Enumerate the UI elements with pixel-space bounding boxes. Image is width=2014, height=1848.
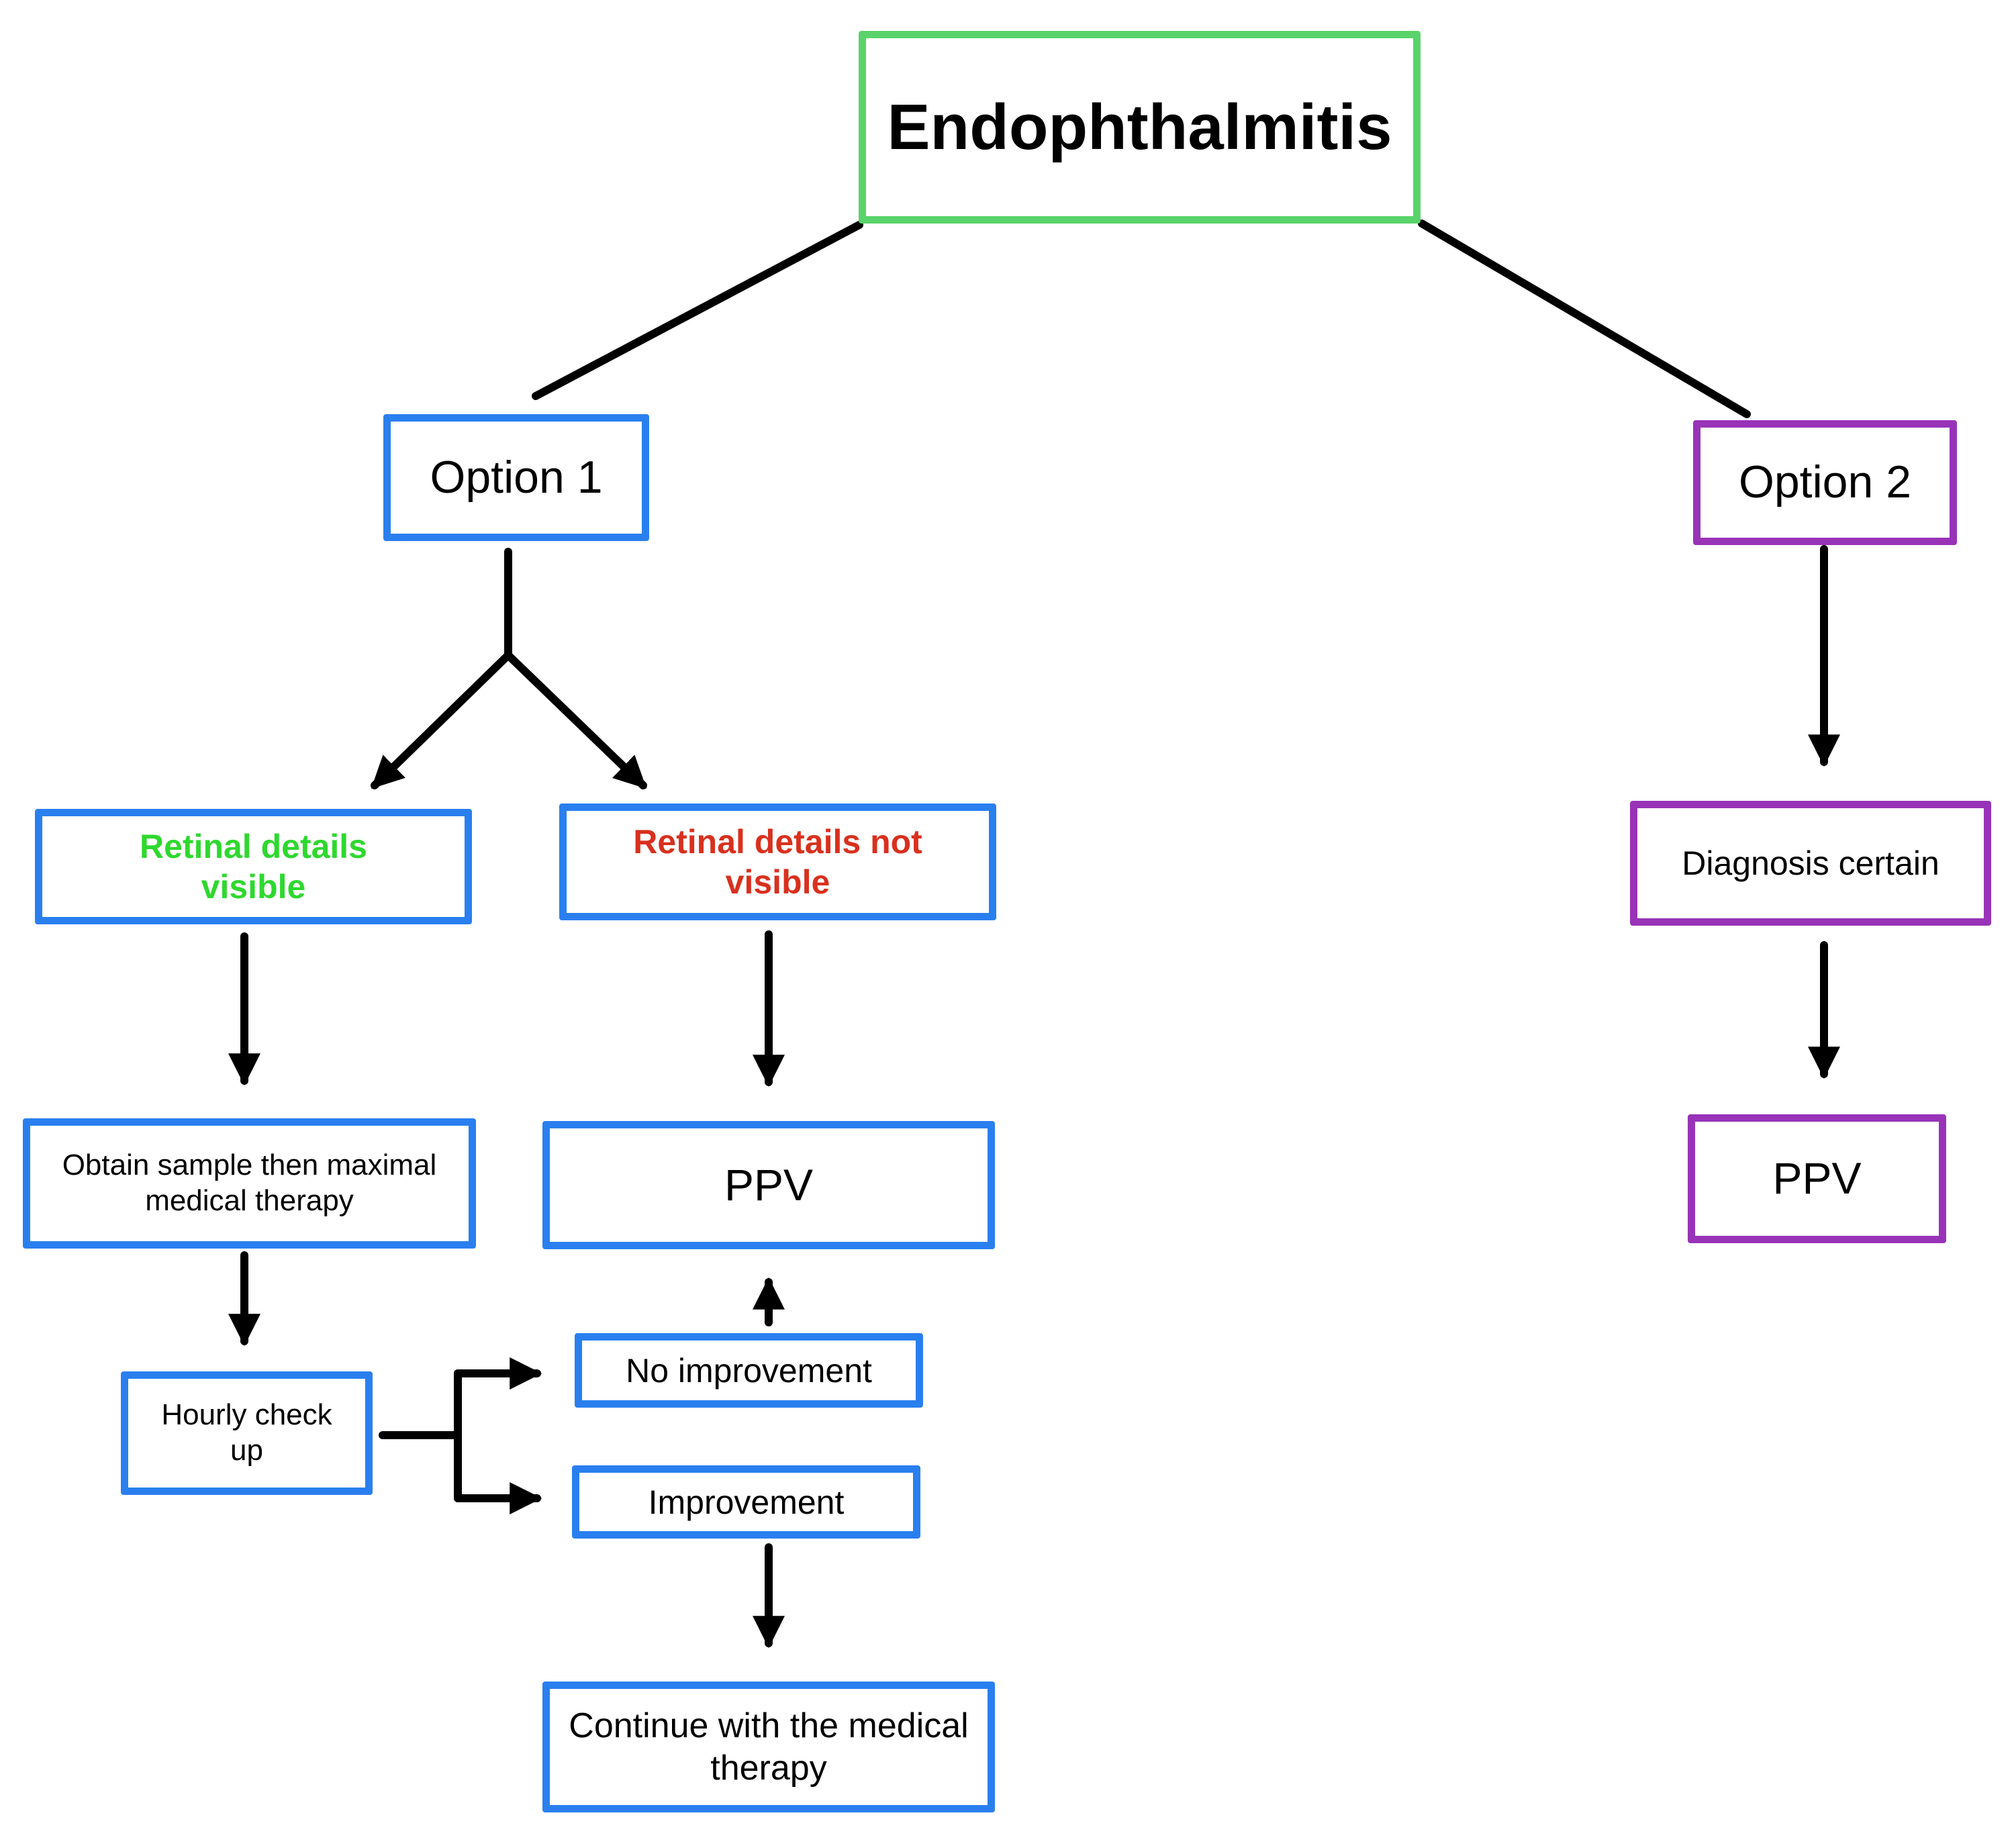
continue-therapy-label: Continue with the medical therapy bbox=[569, 1706, 969, 1788]
node-ppv-option-1: PPV bbox=[542, 1121, 995, 1249]
edge-option1-retinal-not-visible bbox=[504, 651, 647, 789]
diagnosis-certain-label: Diagnosis certain bbox=[1682, 844, 1939, 882]
option-1-label: Option 1 bbox=[430, 451, 603, 503]
node-obtain-sample: Obtain sample then maximal medical thera… bbox=[23, 1118, 476, 1249]
ppv-option-1-label: PPV bbox=[724, 1159, 814, 1210]
node-option-2: Option 2 bbox=[1693, 420, 1957, 545]
edge-root-option1 bbox=[532, 221, 863, 400]
node-hourly-check-up: Hourly check up bbox=[121, 1371, 373, 1495]
edge-root-option2 bbox=[1418, 220, 1751, 418]
node-continue-medical-therapy: Continue with the medical therapy bbox=[542, 1682, 995, 1812]
root-label: Endophthalmitis bbox=[887, 91, 1392, 163]
improvement-label: Improvement bbox=[648, 1483, 845, 1521]
node-improvement: Improvement bbox=[572, 1465, 920, 1539]
node-retinal-details-visible: Retinal details visible bbox=[35, 809, 472, 924]
option-2-label: Option 2 bbox=[1738, 456, 1912, 508]
node-ppv-option-2: PPV bbox=[1688, 1114, 1946, 1243]
node-no-improvement: No improvement bbox=[575, 1333, 923, 1408]
obtain-sample-label: Obtain sample then maximal medical thera… bbox=[62, 1149, 437, 1217]
node-option-1: Option 1 bbox=[383, 414, 649, 541]
edge-option1-retinal-visible bbox=[371, 651, 512, 789]
node-retinal-details-not-visible: Retinal details not visible bbox=[559, 804, 996, 920]
retinal-visible-label: Retinal details visible bbox=[140, 828, 367, 906]
root-node-endophthalmitis: Endophthalmitis bbox=[859, 31, 1421, 224]
no-improvement-label: No improvement bbox=[626, 1351, 872, 1390]
hourly-check-up-label: Hourly check up bbox=[161, 1398, 332, 1467]
node-diagnosis-certain: Diagnosis certain bbox=[1630, 801, 1991, 926]
ppv-option-2-label: PPV bbox=[1772, 1153, 1862, 1204]
retinal-not-visible-label: Retinal details not visible bbox=[633, 823, 922, 901]
